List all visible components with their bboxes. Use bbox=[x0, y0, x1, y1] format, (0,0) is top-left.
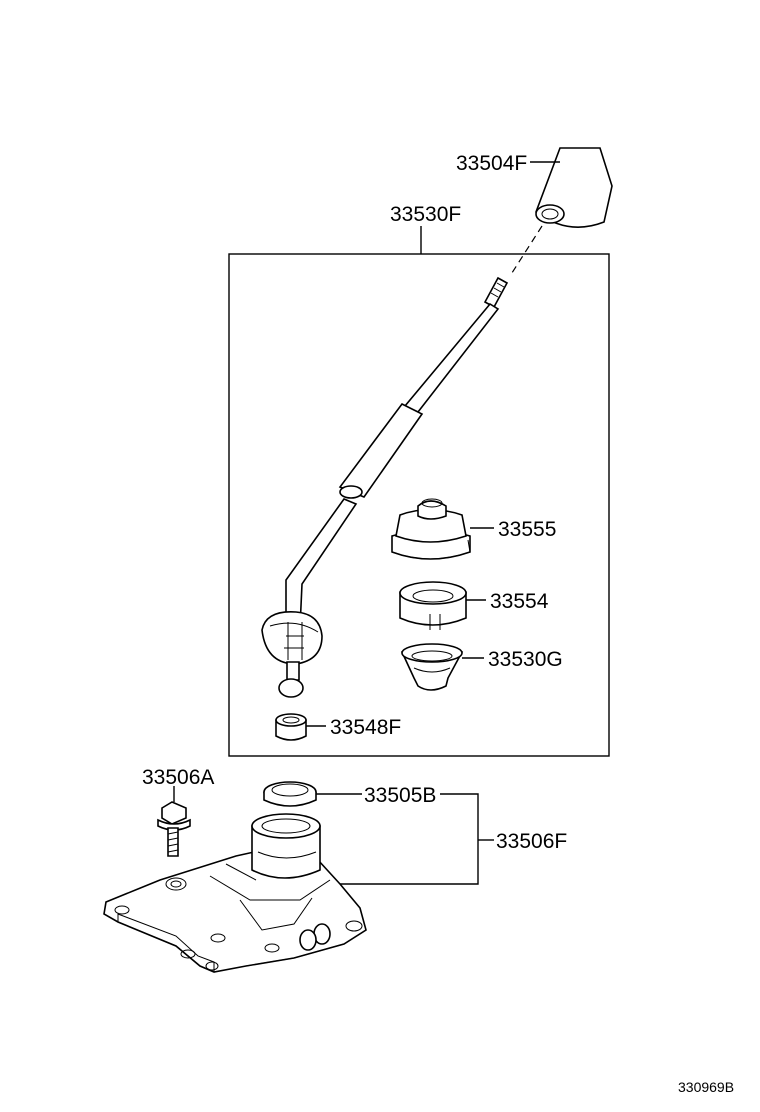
bushing bbox=[275, 713, 307, 741]
lever-assembly-frame bbox=[228, 253, 610, 757]
label-housing: 33506F bbox=[496, 830, 567, 853]
diagram-reference: 330969B bbox=[678, 1079, 734, 1095]
label-boot: 33530G bbox=[488, 648, 563, 671]
label-seat-ring: 33554 bbox=[490, 590, 549, 613]
knob-axis-dash bbox=[509, 225, 543, 277]
bolt bbox=[157, 801, 191, 857]
retainer-cap bbox=[263, 781, 317, 807]
seat-ring bbox=[399, 581, 467, 630]
label-retainer-cap: 33505B bbox=[364, 784, 436, 807]
shift-knob bbox=[535, 147, 613, 228]
boot bbox=[400, 643, 464, 691]
upper-seat bbox=[391, 498, 471, 560]
label-bolt: 33506A bbox=[142, 766, 214, 789]
label-bushing: 33548F bbox=[330, 716, 401, 739]
label-upper-seat: 33555 bbox=[498, 518, 556, 541]
label-lever-assy: 33530F bbox=[390, 203, 461, 226]
housing bbox=[103, 813, 367, 973]
housing-bracket bbox=[332, 793, 479, 885]
shift-lever bbox=[261, 276, 509, 698]
label-knob: 33504F bbox=[456, 152, 527, 175]
